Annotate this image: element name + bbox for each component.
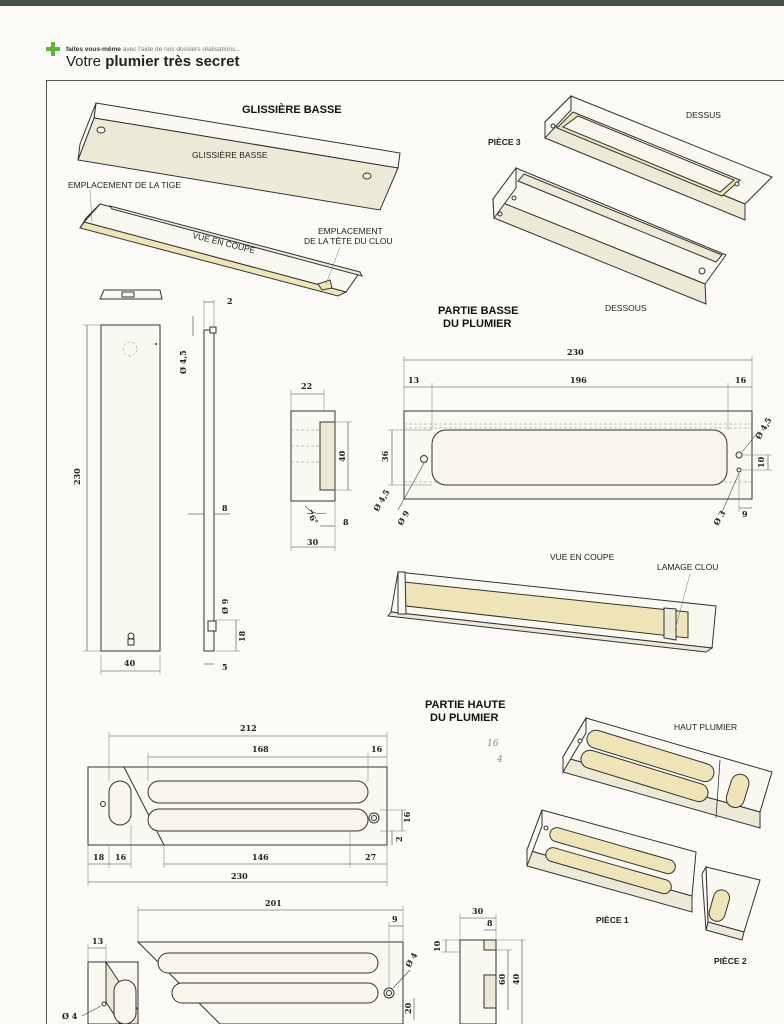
page-title: Votre plumier très secret	[66, 53, 240, 70]
dim-section-offset: 8	[343, 517, 349, 527]
dim-glissiere-length: 230	[72, 468, 82, 485]
dim-glissiere-top: 2	[227, 296, 233, 306]
handwritten-note-1: 16	[487, 739, 499, 749]
dim-lower-hole-right: Ø 4	[403, 950, 420, 969]
glissiere-side-view	[188, 300, 240, 665]
plan-frame	[46, 80, 784, 1024]
dim-section-width: 30	[307, 537, 319, 547]
dim-haute-end: 16	[371, 744, 383, 754]
lamage-clou-label: LAMAGE CLOU	[657, 562, 718, 572]
dim-glissiere-pos-b: 18	[237, 630, 247, 642]
glissiere-3d	[77, 102, 401, 297]
dim-basse-total: 230	[567, 347, 584, 357]
dim-glissiere-hole-b: Ø 9	[220, 598, 230, 614]
piece1-label: PIÈCE 1	[596, 915, 629, 925]
piece3-3d	[492, 94, 773, 305]
emplacement-tige-label: EMPLACEMENT DE LA TIGE	[68, 180, 181, 190]
dim-haute-right: 27	[365, 852, 376, 862]
partie-basse-heading-1: PARTIE BASSE	[438, 305, 518, 317]
dim-basse-edge: 9	[742, 509, 748, 519]
partie-haute-heading-2: DU PLUMIER	[430, 712, 499, 724]
dim-lower-edge: 9	[392, 914, 398, 924]
dim-lower-left: 13	[92, 936, 104, 946]
dessous-label: DESSOUS	[605, 303, 647, 313]
dim-section-angle: 76°	[304, 508, 320, 526]
dim-glissiere-width: 40	[124, 658, 136, 668]
piece2-label: PIÈCE 2	[714, 956, 747, 966]
glissiere-label: GLISSIÈRE BASSE	[192, 150, 268, 160]
dim-glissiere-depth: 5	[222, 662, 228, 672]
partie-haute-heading-1: PARTIE HAUTE	[425, 699, 505, 711]
dim-lower-hole-left: Ø 4	[62, 1011, 78, 1021]
dim-haute-slot: 168	[252, 744, 269, 754]
dim-haute-total: 230	[231, 871, 248, 881]
header-kicker: faites vous-même avec l'aide de nos doss…	[66, 46, 241, 53]
dim-section-top: 22	[301, 381, 312, 391]
top-color-bar	[0, 0, 784, 6]
dim-profile-c: 40	[511, 973, 521, 985]
dim-basse-gap: 10	[756, 456, 766, 468]
dim-basse-height: 36	[380, 450, 390, 462]
page-header: faites vous-même avec l'aide de nos doss…	[46, 40, 746, 72]
handwritten-note-2: 4	[496, 755, 503, 765]
dim-haute-left-a: 18	[93, 852, 105, 862]
piece2-3d	[701, 865, 761, 941]
dim-glissiere-thickness: 8	[222, 503, 228, 513]
dim-basse-middle: 196	[570, 375, 587, 385]
partie-basse-front-view	[388, 356, 772, 513]
dim-haute-middle: 146	[252, 852, 269, 862]
partie-haute-front-view	[87, 732, 406, 886]
dim-profile-top: 30	[472, 906, 484, 916]
haut-plumier-3d	[562, 716, 773, 829]
dim-profile-edge: 8	[487, 918, 493, 928]
dim-basse-hole-left-b: Ø 9	[395, 508, 412, 527]
dim-basse-left: 13	[408, 375, 420, 385]
glissiere-heading: GLISSIÈRE BASSE	[242, 103, 342, 116]
dim-haute-left-b: 16	[115, 852, 127, 862]
plus-icon	[46, 42, 60, 56]
dim-lower-height: 20	[403, 1002, 413, 1014]
dim-haute-top: 212	[240, 723, 257, 733]
dim-basse-hole-right-a: Ø 4,5	[753, 415, 773, 441]
partie-basse-section-3d	[387, 571, 717, 653]
vue-en-coupe-label-2: VUE EN COUPE	[550, 552, 615, 562]
emplacement-tete-label-1: EMPLACEMENT	[318, 226, 383, 236]
haut-plumier-label: HAUT PLUMIER	[674, 722, 737, 732]
dim-haute-small: 2	[394, 836, 404, 842]
dim-basse-right: 16	[735, 375, 747, 385]
partie-basse-heading-2: DU PLUMIER	[443, 318, 512, 330]
dim-basse-hole-left-a: Ø 4,5	[371, 487, 391, 513]
piece3-label: PIÈCE 3	[488, 137, 521, 147]
dim-section-height: 40	[337, 450, 347, 462]
small-section-view	[290, 390, 352, 551]
dim-haute-height: 16	[402, 811, 412, 823]
dim-basse-hole-right-b: Ø 3	[711, 508, 728, 527]
profile-view	[442, 914, 526, 1024]
emplacement-tete-label-2: DE LA TÊTE DU CLOU	[304, 236, 393, 246]
dim-glissiere-hole-a: Ø 4,5	[178, 350, 188, 374]
dim-profile-a: 10	[432, 940, 442, 952]
piece1-3d	[526, 809, 697, 913]
lower-piece-front-view	[81, 906, 415, 1024]
glissiere-front-view	[83, 324, 161, 675]
dim-profile-b: 60	[497, 973, 507, 985]
dim-lower-length: 201	[265, 898, 282, 908]
dessus-label: DESSUS	[686, 110, 721, 120]
